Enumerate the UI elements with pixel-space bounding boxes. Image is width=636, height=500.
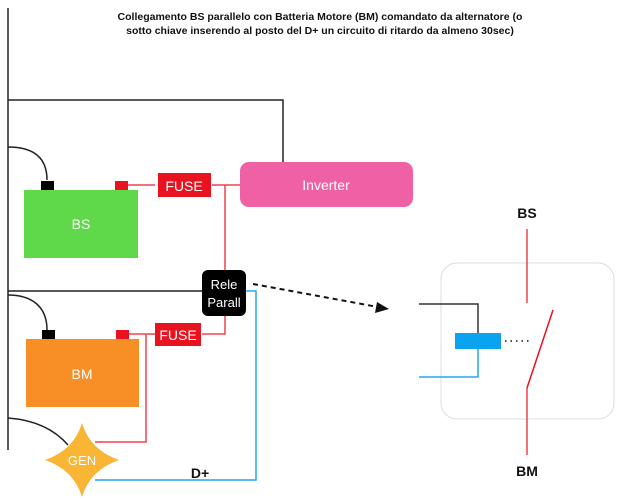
inverter-body (240, 162, 413, 207)
dashed-arrow-line (252, 283, 379, 308)
arrow-head-icon (375, 302, 389, 313)
battery-bm-positive-terminal (116, 330, 129, 340)
battery-bs[interactable]: BS (24, 181, 138, 258)
battery-bm-label: BM (72, 366, 93, 382)
relay-label-line1: Rele (211, 277, 238, 292)
relay-detail: BS BM (419, 205, 615, 479)
wire-relay-fuse-bm (202, 315, 226, 335)
ground-wires (7, 8, 284, 450)
relay-parallel[interactable]: Rele Parall (202, 270, 246, 316)
relay-detail-switch-arm (526, 309, 554, 389)
fuse-top[interactable]: FUSE (158, 173, 211, 197)
positive-wires (95, 184, 240, 443)
battery-bm-body (26, 339, 139, 407)
generator[interactable]: GEN (45, 423, 119, 497)
inverter[interactable]: Inverter (240, 162, 413, 207)
inverter-label: Inverter (302, 177, 350, 193)
generator-body (45, 423, 119, 497)
fuse-bottom-label: FUSE (159, 327, 196, 343)
ground-wire-gen (7, 417, 69, 446)
wire-fuse-gen (95, 334, 147, 443)
relay-label-line2: Parall (207, 295, 240, 310)
relay-detail-coil (455, 333, 501, 349)
ground-wire-inverter (8, 99, 284, 162)
battery-bs-body (24, 190, 138, 258)
fuse-top-body (158, 173, 211, 197)
ground-wire-bm (7, 294, 48, 331)
dplus-label: D+ (191, 465, 209, 481)
fuse-top-label: FUSE (165, 178, 202, 194)
fuse-bottom-body (155, 323, 201, 346)
fuse-bottom[interactable]: FUSE (155, 323, 201, 346)
battery-bs-positive-terminal (115, 181, 128, 191)
generator-label: GEN (68, 453, 96, 468)
battery-bm[interactable]: BM (26, 330, 139, 407)
relay-detail-coil-ground-wire (419, 303, 479, 334)
diagram-title: Collegamento BS parallelo con Batteria M… (117, 11, 523, 37)
dplus-wire (95, 290, 257, 481)
battery-bs-label: BS (72, 216, 91, 232)
relay-detail-coil-signal-wire (419, 348, 479, 378)
ground-wire-bs (7, 146, 48, 181)
relay-detail-top-label: BS (517, 205, 536, 221)
relay-detail-bottom-label: BM (516, 463, 538, 479)
battery-bm-negative-terminal (42, 330, 55, 340)
relay-body (202, 270, 246, 316)
battery-bs-negative-terminal (41, 181, 54, 191)
